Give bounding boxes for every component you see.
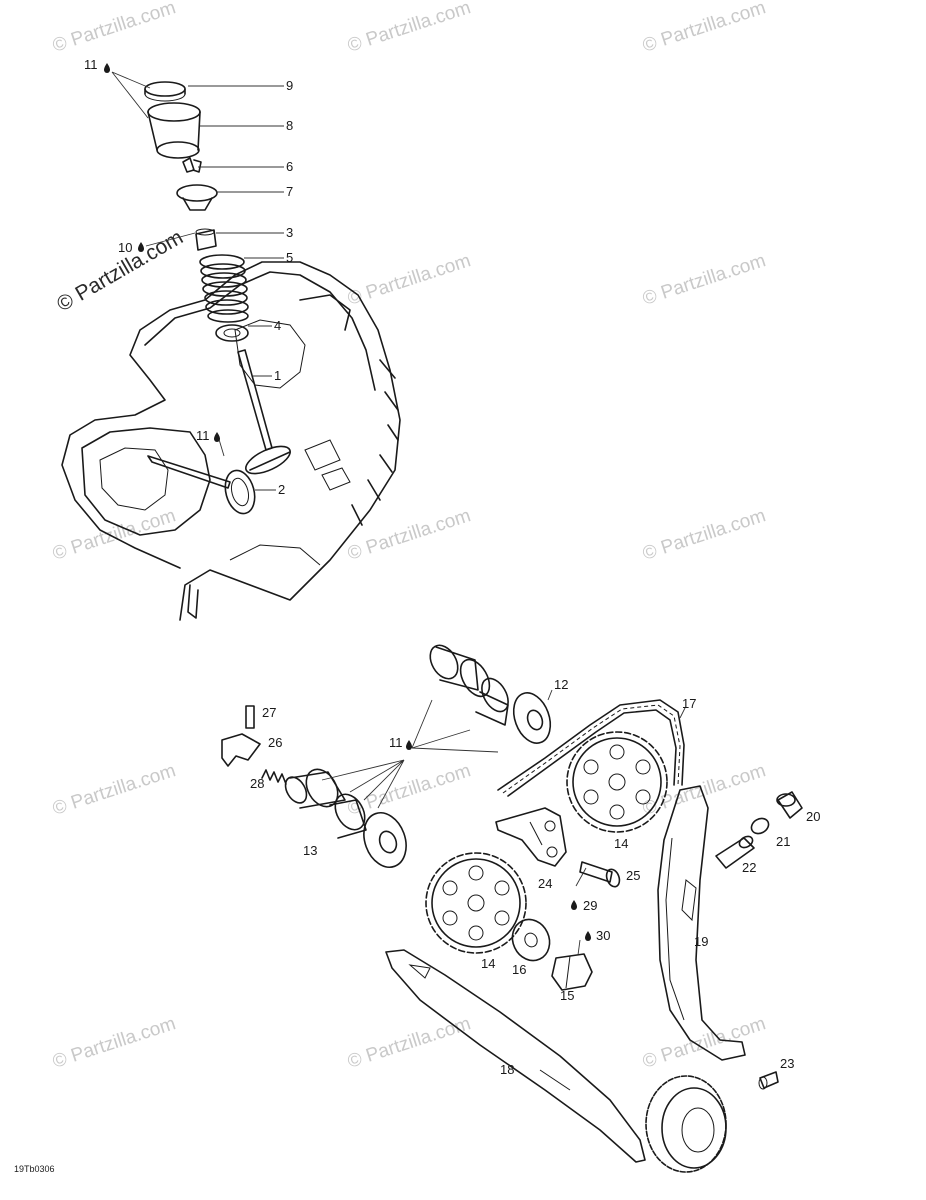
tensioner-plunger: [715, 835, 755, 869]
ref-label-6: 6: [286, 159, 293, 174]
washer: [511, 918, 551, 962]
ref-label-11: 11: [196, 428, 210, 443]
ref-label-14: 14: [481, 956, 495, 971]
ref-label-4: 4: [274, 318, 281, 333]
watermark: © Partzilla.com: [345, 0, 473, 57]
oil-drop-icon: [571, 900, 577, 910]
ref-label-21: 21: [776, 834, 790, 849]
ref-label-7: 7: [286, 184, 293, 199]
ref-label-9: 9: [286, 78, 293, 93]
ref-label-22: 22: [742, 860, 756, 875]
oil-drop-icon: [585, 931, 591, 941]
valve-cotter: [182, 157, 202, 173]
valve-guide: [195, 228, 217, 251]
ref-label-14: 14: [614, 836, 628, 851]
ref-label-19: 19: [694, 934, 708, 949]
guide-bolt: [579, 861, 621, 888]
ref-label-18: 18: [500, 1062, 514, 1077]
sprocket-lower: [425, 852, 527, 954]
watermark: © Partzilla.com: [640, 0, 768, 57]
leader-lines-top: [111, 71, 284, 491]
ref-label-17: 17: [682, 696, 696, 711]
guide-pin: [758, 1071, 779, 1090]
ref-label-1: 1: [274, 368, 281, 383]
tappet: [147, 102, 201, 159]
diagram-code: 19Tb0306: [14, 1164, 55, 1174]
dowel-pin: [245, 705, 255, 729]
watermark: © Partzilla.com: [640, 250, 768, 310]
tensioner-plug: [776, 791, 803, 819]
camshaft-lower: [284, 768, 407, 868]
watermark-group: © Partzilla.com © Partzilla.com © Partzi…: [50, 0, 768, 1073]
ref-label-5: 5: [286, 250, 293, 265]
ref-label-15: 15: [560, 988, 574, 1003]
watermark: © Partzilla.com: [50, 0, 178, 57]
crankshaft-sprocket: [645, 1075, 727, 1173]
ref-label-30: 30: [596, 928, 610, 943]
watermark: © Partzilla.com: [50, 1013, 178, 1073]
ref-label-24: 24: [538, 876, 552, 891]
valve-spring: [199, 254, 249, 323]
decompressor-lever: [221, 733, 261, 767]
oil-drop-icon: [104, 63, 110, 73]
spring-retainer: [176, 184, 218, 211]
ref-label-23: 23: [780, 1056, 794, 1071]
ref-label-29: 29: [583, 898, 597, 913]
ref-label-26: 26: [268, 735, 282, 750]
valve-seal: [215, 324, 249, 342]
valve-intake: [147, 455, 256, 515]
ref-label-2: 2: [278, 482, 285, 497]
ref-label-11: 11: [389, 735, 403, 750]
ref-label-28: 28: [250, 776, 264, 791]
watermark: © Partzilla.com: [345, 250, 473, 310]
chain-tensioner-guide: [657, 785, 746, 1061]
valve-exhaust: [237, 349, 291, 475]
ref-label-11: 11: [84, 57, 98, 72]
ref-label-20: 20: [806, 809, 820, 824]
reference-labels: 9 8 6 7 3 5 4 1 2 11 10 11 12 11 17 27 2…: [84, 57, 820, 1077]
chain-guide-upper: [495, 807, 567, 867]
shim: [144, 81, 186, 102]
ref-label-27: 27: [262, 705, 276, 720]
ref-label-12: 12: [554, 677, 568, 692]
tensioner-o-ring: [750, 817, 770, 835]
watermark: © Partzilla.com: [640, 505, 768, 565]
oil-drop-icon: [406, 740, 412, 750]
ref-label-8: 8: [286, 118, 293, 133]
watermark: © Partzilla.com: [345, 505, 473, 565]
camshaft-upper: [429, 644, 552, 744]
ref-label-25: 25: [626, 868, 640, 883]
cylinder-head: [61, 261, 401, 621]
watermark: © Partzilla.com: [345, 1013, 473, 1073]
sprocket-upper: [566, 731, 668, 833]
lever-spring: [261, 769, 287, 785]
watermark: © Partzilla.com: [50, 760, 178, 820]
ref-label-16: 16: [512, 962, 526, 977]
oil-drop-icon: [214, 432, 220, 442]
leader-lines-bottom: [321, 689, 686, 956]
ref-label-13: 13: [303, 843, 317, 858]
ref-label-10: 10: [118, 240, 132, 255]
timing-chain: [497, 699, 685, 797]
ref-label-3: 3: [286, 225, 293, 240]
watermark: © Partzilla.com: [50, 505, 178, 565]
sprocket-bolt: [551, 953, 593, 991]
chain-guide-lower: [385, 949, 646, 1163]
